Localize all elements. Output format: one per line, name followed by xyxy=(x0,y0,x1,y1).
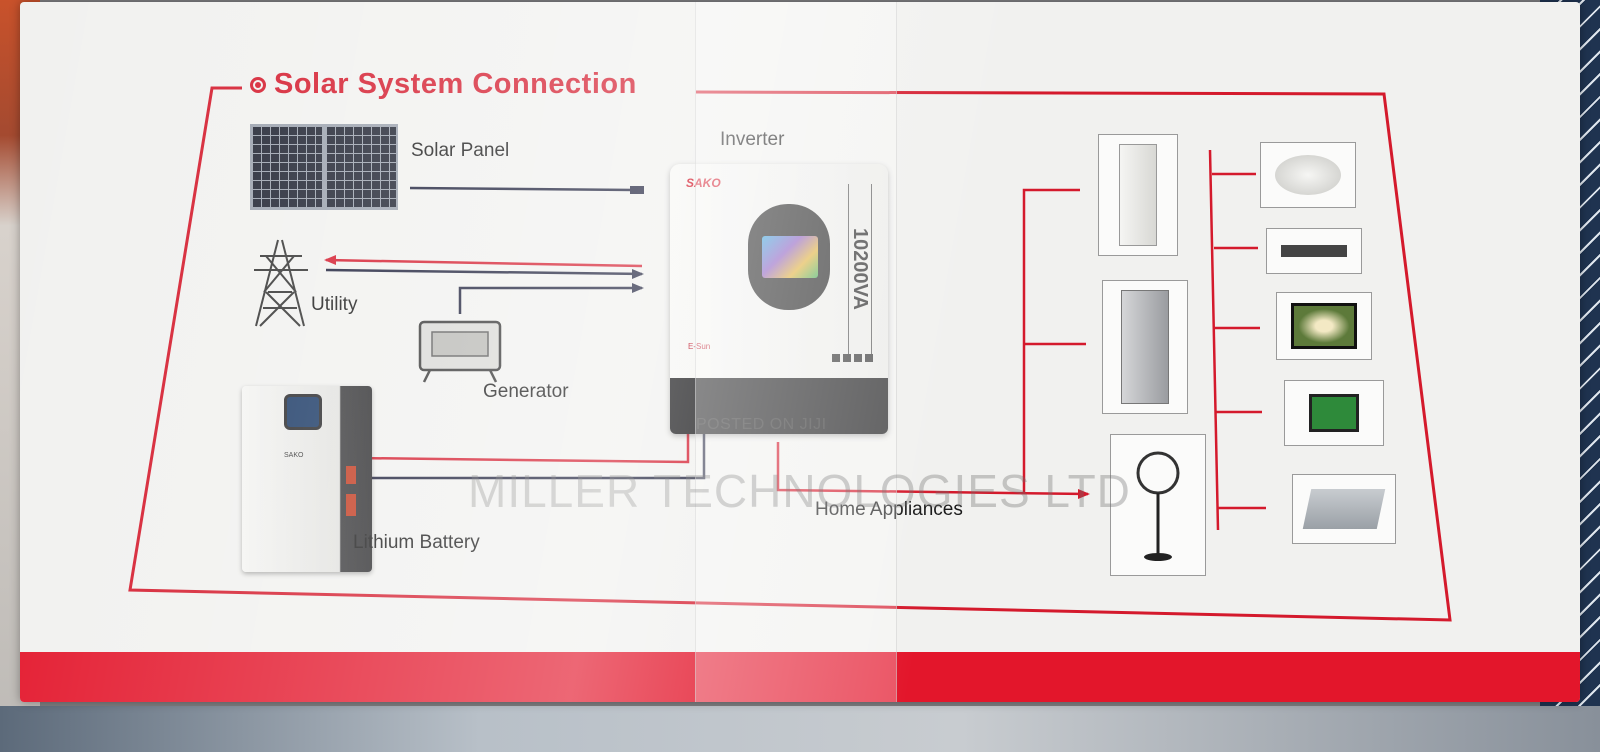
tower-icon xyxy=(254,239,308,327)
inverter-base xyxy=(670,378,888,434)
utility-wire-out xyxy=(325,258,643,268)
solar-plug xyxy=(630,186,644,194)
home-appliance-wire xyxy=(776,442,1089,496)
inverter-rating: 10200VA xyxy=(848,184,872,354)
arrow-utility-out xyxy=(324,255,336,265)
generator-label: Generator xyxy=(483,381,569,402)
inverter-unit: SAKO 10200VA E-Sun xyxy=(670,164,888,434)
box-red-band xyxy=(20,652,1580,702)
refrigerator-icon xyxy=(1102,280,1188,414)
desktop-computer-icon xyxy=(1284,380,1384,446)
lithium-battery-unit: SAKO xyxy=(242,386,372,572)
arrow-home xyxy=(1078,489,1090,499)
outer-frame-line xyxy=(128,86,1452,622)
generator-icon xyxy=(418,320,502,383)
television-icon xyxy=(1276,292,1372,360)
utility-wire-in xyxy=(325,268,643,276)
appliance-bus-right xyxy=(1208,149,1220,531)
product-box: Solar System Connection Solar Panel Util… xyxy=(20,2,1580,702)
home-appliances-label: Home Appliances xyxy=(815,499,963,520)
utility-label: Utility xyxy=(311,294,358,315)
inverter-display xyxy=(762,236,818,278)
laptop-icon xyxy=(1292,474,1396,544)
connection-lines xyxy=(128,86,1452,622)
battery-display xyxy=(284,394,322,430)
inverter-brand: SAKO xyxy=(686,176,721,190)
solar-panel-icon xyxy=(324,124,398,210)
appliance-bus-left xyxy=(1022,188,1080,494)
background-bottom-shelf xyxy=(0,706,1600,752)
inverter-label: Inverter xyxy=(720,129,785,150)
packing-tape xyxy=(695,2,897,702)
title-block: Solar System Connection xyxy=(242,68,645,101)
arrow-utility-in xyxy=(632,269,644,279)
inverter-buttons xyxy=(832,354,873,362)
solar-panel-icon xyxy=(250,124,324,210)
battery-terminal xyxy=(346,494,356,516)
battery-brand: SAKO xyxy=(284,452,304,459)
inverter-model: E-Sun xyxy=(688,342,711,351)
standing-fan-icon xyxy=(1110,434,1206,576)
company-watermark: MILLER TECHNOLOGIES LTD xyxy=(468,465,1131,517)
posted-watermark: POSTED ON JIJI xyxy=(696,416,827,433)
target-icon xyxy=(250,76,266,93)
solar-panel-label: Solar Panel xyxy=(411,140,510,161)
ceiling-light-icon xyxy=(1260,142,1356,208)
generator-wire xyxy=(458,286,642,314)
lithium-battery-label: Lithium Battery xyxy=(353,532,480,553)
solar-wire xyxy=(409,186,636,192)
battery-wire-red xyxy=(355,434,690,464)
battery-terminal xyxy=(346,466,356,484)
arrow-generator xyxy=(632,283,644,293)
air-conditioner-icon xyxy=(1098,134,1178,256)
dvd-player-icon xyxy=(1266,228,1362,274)
diagram-title: Solar System Connection xyxy=(274,68,637,100)
battery-wire-dark xyxy=(356,434,706,480)
